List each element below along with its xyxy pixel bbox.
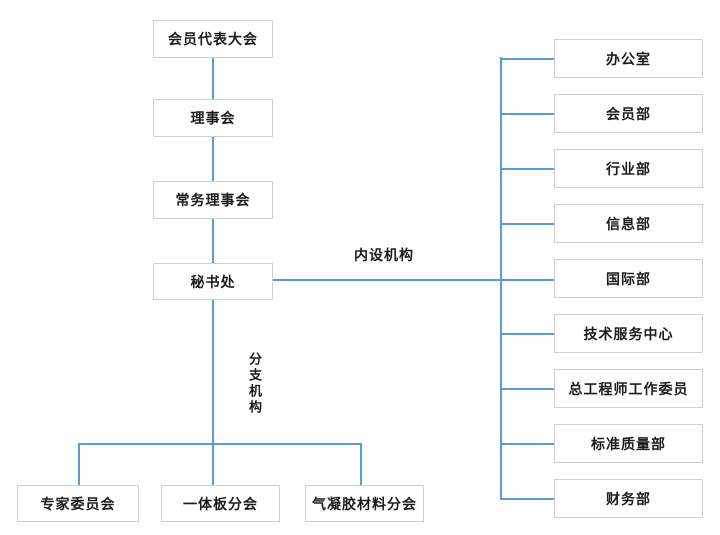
node-member-congress: 会员代表大会 [153, 20, 273, 58]
node-international-dept: 国际部 [554, 259, 703, 298]
node-integrated-panel-branch: 一体板分会 [161, 485, 280, 522]
node-council: 理事会 [153, 99, 273, 137]
connector-line [212, 219, 214, 263]
connector-line [273, 279, 554, 281]
node-office: 办公室 [554, 39, 703, 78]
connector-line [212, 58, 214, 99]
node-membership-dept: 会员部 [554, 94, 703, 133]
node-aerogel-materials-branch: 气凝胶材料分会 [305, 485, 424, 522]
connector-line [500, 223, 554, 225]
node-finance-dept: 财务部 [554, 479, 703, 518]
connector-line [500, 168, 554, 170]
connector-line [500, 388, 554, 390]
connector-line [212, 300, 214, 485]
branch-institutions-label: 分支机构 [247, 352, 262, 416]
connector-line [78, 443, 361, 445]
node-chief-engineer-committee: 总工程师工作委员 [554, 369, 703, 408]
connector-line [78, 443, 80, 485]
connector-line [500, 113, 554, 115]
connector-line [500, 498, 554, 500]
connector-line [500, 58, 554, 60]
node-secretariat: 秘书处 [153, 263, 273, 300]
node-standards-quality-dept: 标准质量部 [554, 424, 703, 463]
internal-institutions-label: 内设机构 [354, 247, 414, 263]
connector-line [360, 443, 362, 485]
node-information-dept: 信息部 [554, 204, 703, 243]
connector-line [500, 443, 554, 445]
node-expert-committee: 专家委员会 [17, 485, 139, 522]
node-standing-council: 常务理事会 [153, 181, 273, 219]
connector-line [500, 333, 554, 335]
node-industry-dept: 行业部 [554, 149, 703, 188]
node-tech-service-center: 技术服务中心 [554, 314, 703, 353]
connector-line [500, 57, 502, 499]
connector-line [212, 137, 214, 181]
